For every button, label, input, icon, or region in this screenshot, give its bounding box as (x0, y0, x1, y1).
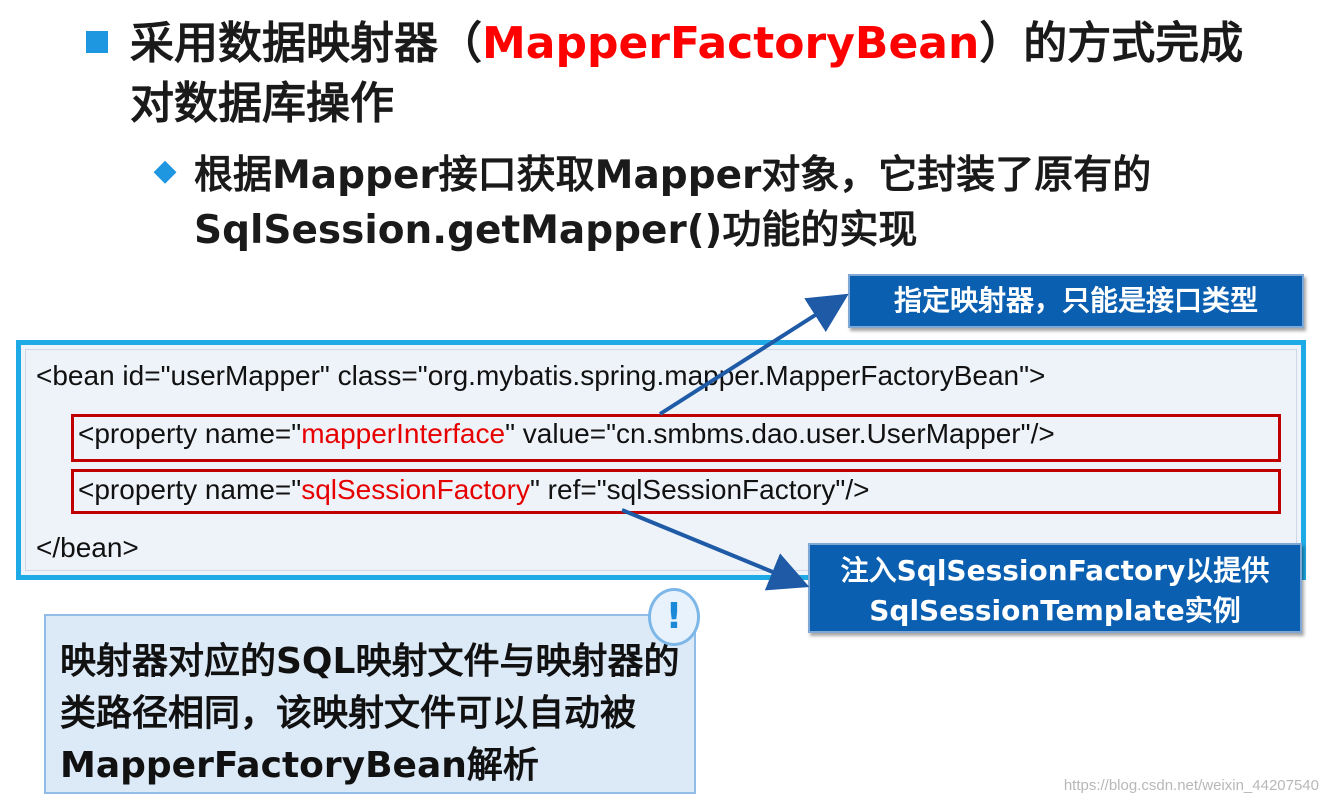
heading-suffix: ）的方式完成对数据库操作 (130, 18, 1244, 129)
arrow-to-bottom-callout (621, 508, 810, 591)
watermark: https://blog.csdn.net/weixin_44207540 (1063, 777, 1319, 794)
code-line-property-mapper-interface: <property name="mapperInterface" value="… (78, 418, 1055, 450)
exclamation-icon: ! (648, 588, 700, 646)
code-line-property-session-factory: <property name="sqlSessionFactory" ref="… (78, 474, 869, 506)
code-line2-red: mapperInterface (301, 418, 506, 449)
sub-point-text: 根据Mapper接口获取Mapper对象，它封装了原有的SqlSession.g… (194, 153, 1152, 253)
callout-bottom-line2: SqlSessionTemplate实例 (869, 594, 1241, 627)
diamond-bullet-icon: ◆ (153, 153, 177, 188)
highlight-box-session-factory (71, 469, 1281, 514)
note-text: 映射器对应的SQL映射文件与映射器的类路径相同，该映射文件可以自动被Mapper… (60, 641, 680, 786)
callout-session-factory: 注入SqlSessionFactory以提供 SqlSessionTemplat… (808, 543, 1302, 633)
code-line3-post: " ref="sqlSessionFactory"/> (529, 474, 870, 505)
callout-bottom-line1: 注入SqlSessionFactory以提供 (840, 554, 1270, 587)
square-bullet-icon (86, 31, 108, 53)
slide-heading: 采用数据映射器（MapperFactoryBean）的方式完成对数据库操作 (130, 14, 1260, 134)
code-line-bean-close: </bean> (36, 532, 139, 563)
note-box: 映射器对应的SQL映射文件与映射器的类路径相同，该映射文件可以自动被Mapper… (44, 614, 696, 794)
heading-prefix: 采用数据映射器（ (130, 18, 482, 69)
heading-highlight: MapperFactoryBean (482, 18, 980, 69)
highlight-box-mapper-interface (71, 414, 1281, 462)
callout-mapper-interface: 指定映射器，只能是接口类型 (848, 274, 1304, 328)
code-line-bean-open: <bean id="userMapper" class="org.mybatis… (36, 360, 1046, 391)
code-line2-post: " value="cn.smbms.dao.user.UserMapper"/> (505, 418, 1055, 449)
arrow-to-top-callout (658, 293, 849, 416)
code-line2-pre: <property name=" (78, 418, 302, 449)
code-block-inner (25, 349, 1297, 571)
code-line3-pre: <property name=" (78, 474, 302, 505)
code-line3-red: sqlSessionFactory (301, 474, 530, 505)
callout-top-text: 指定映射器，只能是接口类型 (893, 284, 1258, 317)
